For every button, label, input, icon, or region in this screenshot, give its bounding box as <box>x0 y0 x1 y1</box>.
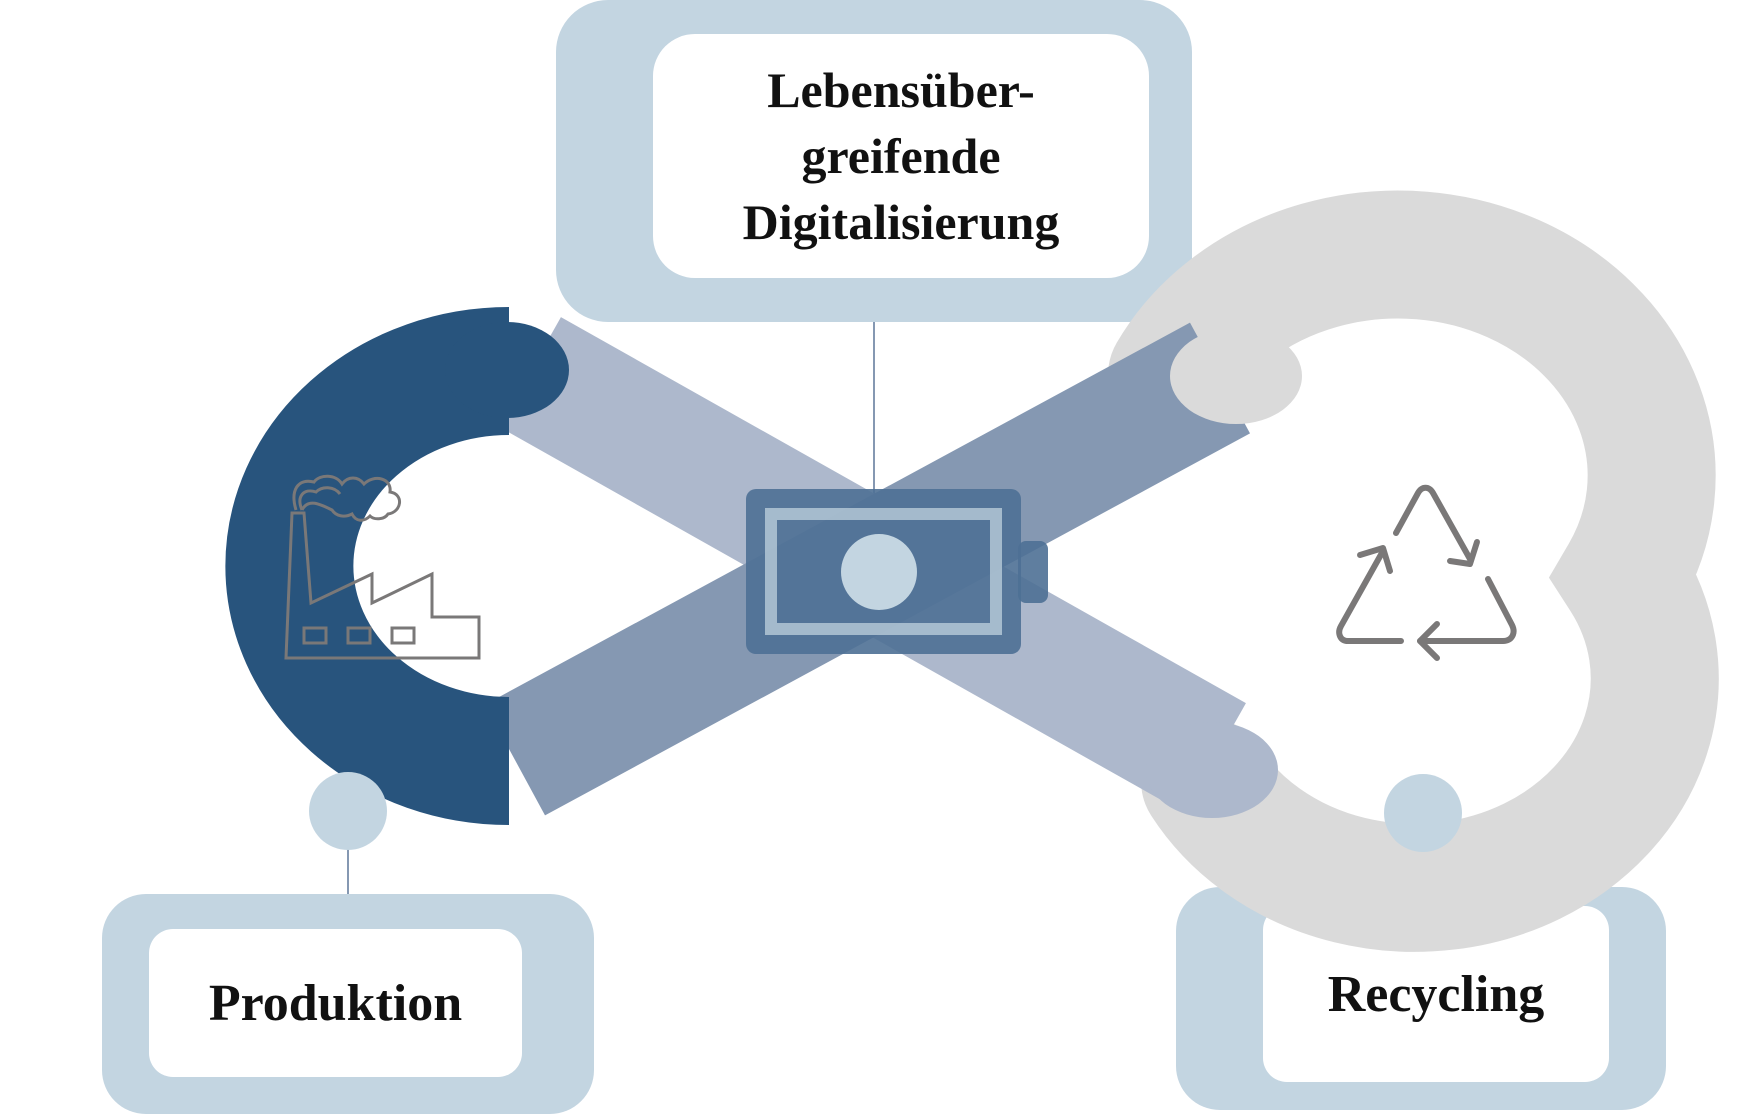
left-marker-dot <box>309 772 387 850</box>
right-loop <box>1108 190 1719 952</box>
factory-icon <box>284 474 481 660</box>
right-loop-cap <box>1170 328 1302 424</box>
top-label-inner <box>653 34 1149 278</box>
right-label-text: Recycling <box>1327 965 1545 1023</box>
right-label-inner <box>1263 906 1609 1082</box>
left-loop-cap <box>445 322 569 418</box>
descending-band-end <box>1146 722 1278 818</box>
left-label-text: Produktion <box>208 974 463 1032</box>
left-loop <box>225 307 510 825</box>
top-label-text: Lebensüber- greifende Digitalisierung <box>742 62 1060 250</box>
battery-icon <box>746 489 1048 654</box>
recycling-icon <box>1336 484 1517 661</box>
left-label-inner <box>149 929 522 1077</box>
right-marker-dot <box>1384 774 1462 852</box>
